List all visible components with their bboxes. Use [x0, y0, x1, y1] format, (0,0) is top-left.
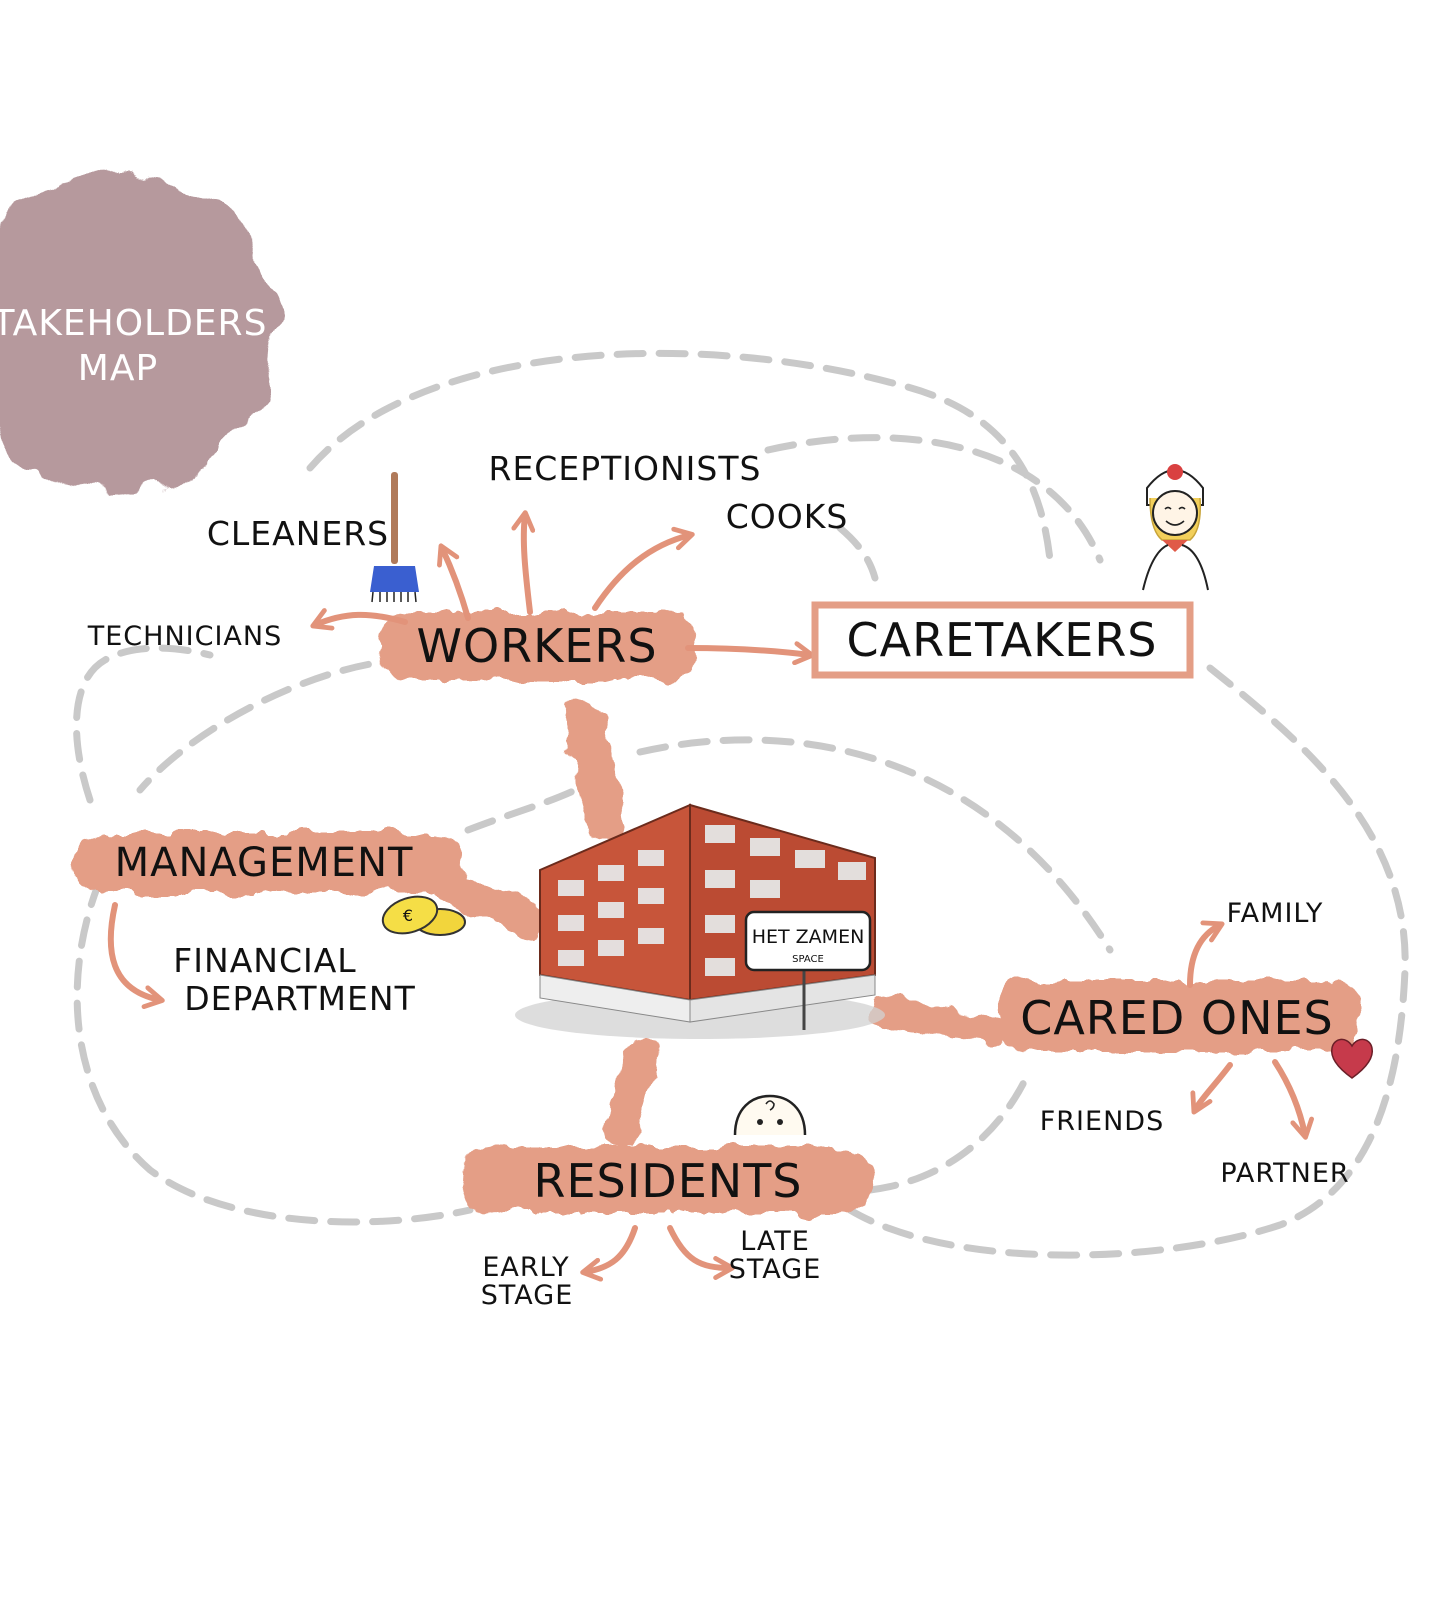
leaf-friends: FRIENDS	[1040, 1106, 1164, 1137]
dashed-line-cooks-caretakers	[836, 524, 879, 582]
dashed-line-residents-caredones	[866, 1076, 1029, 1194]
node-workers: WORKERS	[416, 619, 657, 673]
leaf-financial-line-1: FINANCIAL	[173, 941, 356, 980]
arrow-workers-technicians	[310, 608, 408, 631]
dashed-line-technicians-management	[73, 644, 214, 804]
title-line-2: MAP	[78, 348, 158, 389]
arrows	[107, 510, 1314, 1282]
node-cared-ones: CARED ONES	[1020, 991, 1334, 1045]
coins-icon: €	[381, 895, 466, 936]
leaf-late-line-2: STAGE	[729, 1254, 822, 1285]
center-connectors	[434, 700, 1006, 1148]
leaf-early-line-2: STAGE	[481, 1280, 574, 1311]
leaf-receptionists: RECEPTIONISTS	[489, 449, 762, 488]
arrow-workers-caretakers	[685, 641, 815, 666]
arrow-workers-cooks	[592, 526, 695, 611]
title-blob	[0, 173, 278, 493]
arrow-caredones-friends	[1190, 1062, 1233, 1115]
dashed-line-management-building	[464, 776, 599, 834]
leaf-late-line-1: LATE	[740, 1226, 810, 1257]
leaf-technicians: TECHNICIANS	[87, 621, 283, 652]
building-icon	[515, 803, 885, 1039]
leaf-partner: PARTNER	[1220, 1158, 1349, 1189]
arrow-workers-receptionists	[511, 510, 536, 615]
heart-icon	[1330, 1038, 1374, 1079]
arrow-management-financial	[107, 902, 165, 1009]
resident-face-icon	[733, 1094, 807, 1136]
broom-icon	[370, 472, 419, 603]
nurse-icon	[1142, 464, 1209, 591]
leaf-financial-line-2: DEPARTMENT	[184, 979, 415, 1018]
dashed-line-caretakers-caredones	[846, 664, 1409, 1259]
caretakers-box	[811, 601, 1194, 679]
dashed-line-management-residents	[73, 876, 474, 1226]
node-residents: RESIDENTS	[534, 1154, 803, 1208]
svg-text:€: €	[403, 906, 413, 925]
building-sign-sub: SPACE	[792, 954, 824, 965]
arrow-caredones-family	[1187, 920, 1225, 988]
dashed-line-receptionists-caretakers	[764, 434, 1104, 564]
node-management: MANAGEMENT	[115, 840, 414, 886]
arrow-residents-late	[667, 1225, 735, 1280]
leaf-cooks: COOKS	[726, 497, 849, 536]
title-line-1: STAKEHOLDERS	[0, 303, 267, 344]
leaf-family: FAMILY	[1227, 898, 1324, 929]
leaf-early-line-1: EARLY	[482, 1252, 569, 1283]
arrow-residents-early	[580, 1225, 638, 1282]
leaf-cleaners: CLEANERS	[207, 514, 389, 553]
node-caretakers: CARETAKERS	[847, 613, 1158, 667]
dashed-line-workers-management	[136, 656, 414, 794]
dashed-line-building-caredones	[636, 736, 1114, 954]
dashed-line-outer-loop	[306, 349, 1054, 564]
building-sign-name: HET ZAMEN	[752, 926, 865, 948]
arrow-workers-cleaners	[437, 543, 471, 621]
node-highlights	[70, 612, 1360, 1213]
arrow-caredones-partner	[1272, 1059, 1314, 1140]
